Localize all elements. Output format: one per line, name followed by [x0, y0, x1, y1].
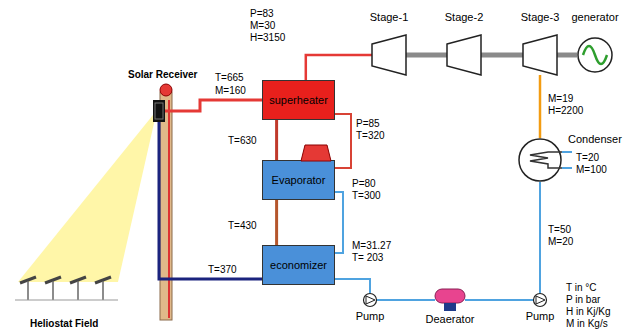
- pipe-line: [159, 122, 262, 279]
- stream-value: P=83: [250, 8, 274, 20]
- turbine-shape: [523, 35, 557, 75]
- stream-value: H=3150: [250, 32, 285, 44]
- pipe-line: [165, 100, 262, 111]
- stream-value: T=20: [576, 152, 599, 164]
- solar-tower: [160, 92, 172, 320]
- stream-value: T=370: [208, 264, 237, 276]
- node-label: Pump: [526, 310, 555, 323]
- node-label: Pump: [356, 310, 385, 323]
- stream-value: T= 203: [352, 252, 383, 264]
- evaporator-box: Evaporator: [262, 160, 335, 200]
- pump-symbol: Pump: [533, 293, 547, 307]
- field-label: Heliostat Field: [30, 318, 98, 330]
- node-label: generator: [571, 11, 618, 24]
- light-beam: [18, 110, 157, 282]
- node-label: Stage-1: [370, 11, 409, 24]
- unit-note: T in °C: [566, 282, 597, 294]
- superheater-box: superheater: [262, 80, 335, 120]
- heliostats: [15, 277, 118, 300]
- pump-shape: [363, 293, 377, 307]
- stream-value: M=20: [548, 236, 573, 248]
- economizer-box: economizer: [262, 245, 335, 285]
- stream-value: M=31.27: [352, 240, 391, 252]
- stream-value: T=320: [356, 130, 385, 142]
- generator-symbol: generator: [577, 37, 613, 73]
- turbine-shape: [447, 35, 481, 75]
- node-label: Evaporator: [272, 174, 326, 187]
- node-label: superheater: [269, 94, 328, 107]
- stream-value: T=630: [228, 135, 257, 147]
- turbine-stage: Stage-1: [372, 35, 406, 75]
- node-label: economizer: [270, 259, 327, 272]
- turbine-shaft: [481, 53, 523, 58]
- unit-note: H in Kj/Kg: [566, 306, 610, 318]
- pipe-line: [539, 75, 542, 138]
- pipe-line: [377, 299, 435, 301]
- pipe-line: [539, 182, 541, 293]
- pump-symbol: Pump: [363, 293, 377, 307]
- node-label: Stage-2: [445, 11, 484, 24]
- pipe-line: [335, 114, 351, 168]
- turbine-shaft: [406, 53, 447, 58]
- turbine-shape: [372, 35, 406, 75]
- tower-top: [160, 84, 172, 96]
- stream-value: T=50: [548, 224, 571, 236]
- turbine-stage: Stage-2: [447, 35, 481, 75]
- stream-value: M=30: [250, 20, 275, 32]
- pipe-line: [335, 192, 343, 253]
- pipe-line: [275, 200, 278, 245]
- stream-value: M=160: [215, 85, 246, 97]
- receiver-shape: [153, 100, 165, 122]
- stream-value: M=100: [576, 164, 607, 176]
- pipe-line: [306, 55, 372, 80]
- stream-value: T=300: [352, 190, 381, 202]
- condenser-symbol: Condenser: [518, 138, 562, 182]
- unit-note: P in bar: [566, 294, 600, 306]
- gen-shape: [577, 37, 613, 73]
- cond-shape: [518, 138, 562, 182]
- pipe-line: [465, 299, 533, 301]
- turbine-shaft: [557, 53, 577, 58]
- stream-value: H=2200: [548, 105, 583, 117]
- turbine-stage: Stage-3: [523, 35, 557, 75]
- steam-drum: [301, 145, 331, 161]
- node-label: Stage-3: [521, 11, 560, 24]
- stream-value: M=19: [548, 93, 573, 105]
- solar-receiver: Solar Receiver: [153, 100, 165, 122]
- unit-note: M in Kg/s: [566, 318, 608, 330]
- cooling-water: [562, 152, 572, 168]
- pipe-line: [335, 279, 370, 293]
- pump-shape: [533, 293, 547, 307]
- node-label: Condenser: [568, 133, 622, 146]
- stream-value: P=85: [356, 118, 380, 130]
- deaer-shape: [435, 289, 465, 311]
- stream-value: P=80: [352, 178, 376, 190]
- stream-value: T=430: [228, 220, 257, 232]
- stream-value: T=665: [215, 72, 244, 84]
- tower-riser: [168, 100, 170, 318]
- deaerator-symbol: Deaerator: [435, 289, 465, 311]
- node-label: Solar Receiver: [128, 68, 198, 81]
- node-label: Deaerator: [426, 313, 475, 326]
- pipe-line: [275, 120, 278, 160]
